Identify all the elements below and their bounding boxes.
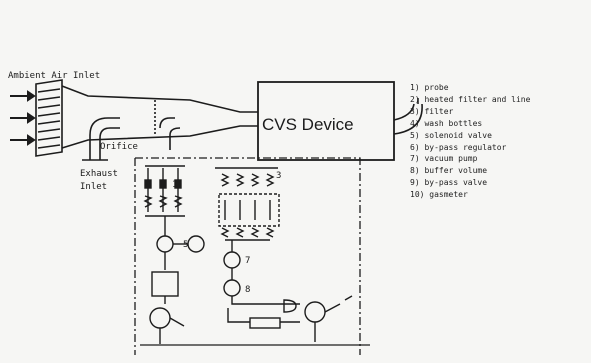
- exhaust-label: Exhaust: [80, 169, 118, 179]
- marker-5: 5: [183, 240, 188, 250]
- inlet-label: Inlet: [80, 182, 107, 192]
- air-inlet-arrows: [10, 92, 34, 144]
- legend-item: 5) solenoid valve: [410, 130, 588, 142]
- legend-item: 4) wash bottles: [410, 118, 588, 130]
- orifice-label: Orifice: [100, 142, 138, 152]
- legend-item: 6) by-pass regulator: [410, 142, 588, 154]
- marker-1: 1: [172, 180, 177, 190]
- legend-item: 7) vacuum pump: [410, 153, 588, 165]
- legend-item: 3) filter: [410, 106, 588, 118]
- cvs-device-label: CVS Device: [262, 115, 354, 134]
- component-legend: 1) probe 2) heated filter and line 3) fi…: [410, 82, 588, 201]
- marker-8: 8: [245, 285, 250, 295]
- left-sample-train: [145, 166, 204, 344]
- dilution-tunnel: [36, 80, 258, 156]
- legend-item: 2) heated filter and line: [410, 94, 588, 106]
- legend-item: 9) by-pass valve: [410, 177, 588, 189]
- legend-item: 8) buffer volume: [410, 165, 588, 177]
- legend-item: 1) probe: [410, 82, 588, 94]
- marker-3: 3: [276, 171, 281, 181]
- legend-item: 10) gasmeter: [410, 189, 588, 201]
- right-sample-train: [215, 168, 352, 342]
- marker-7: 7: [245, 256, 250, 266]
- ambient-air-inlet-label: Ambient Air Inlet: [8, 71, 100, 81]
- sampling-probe: [160, 118, 180, 150]
